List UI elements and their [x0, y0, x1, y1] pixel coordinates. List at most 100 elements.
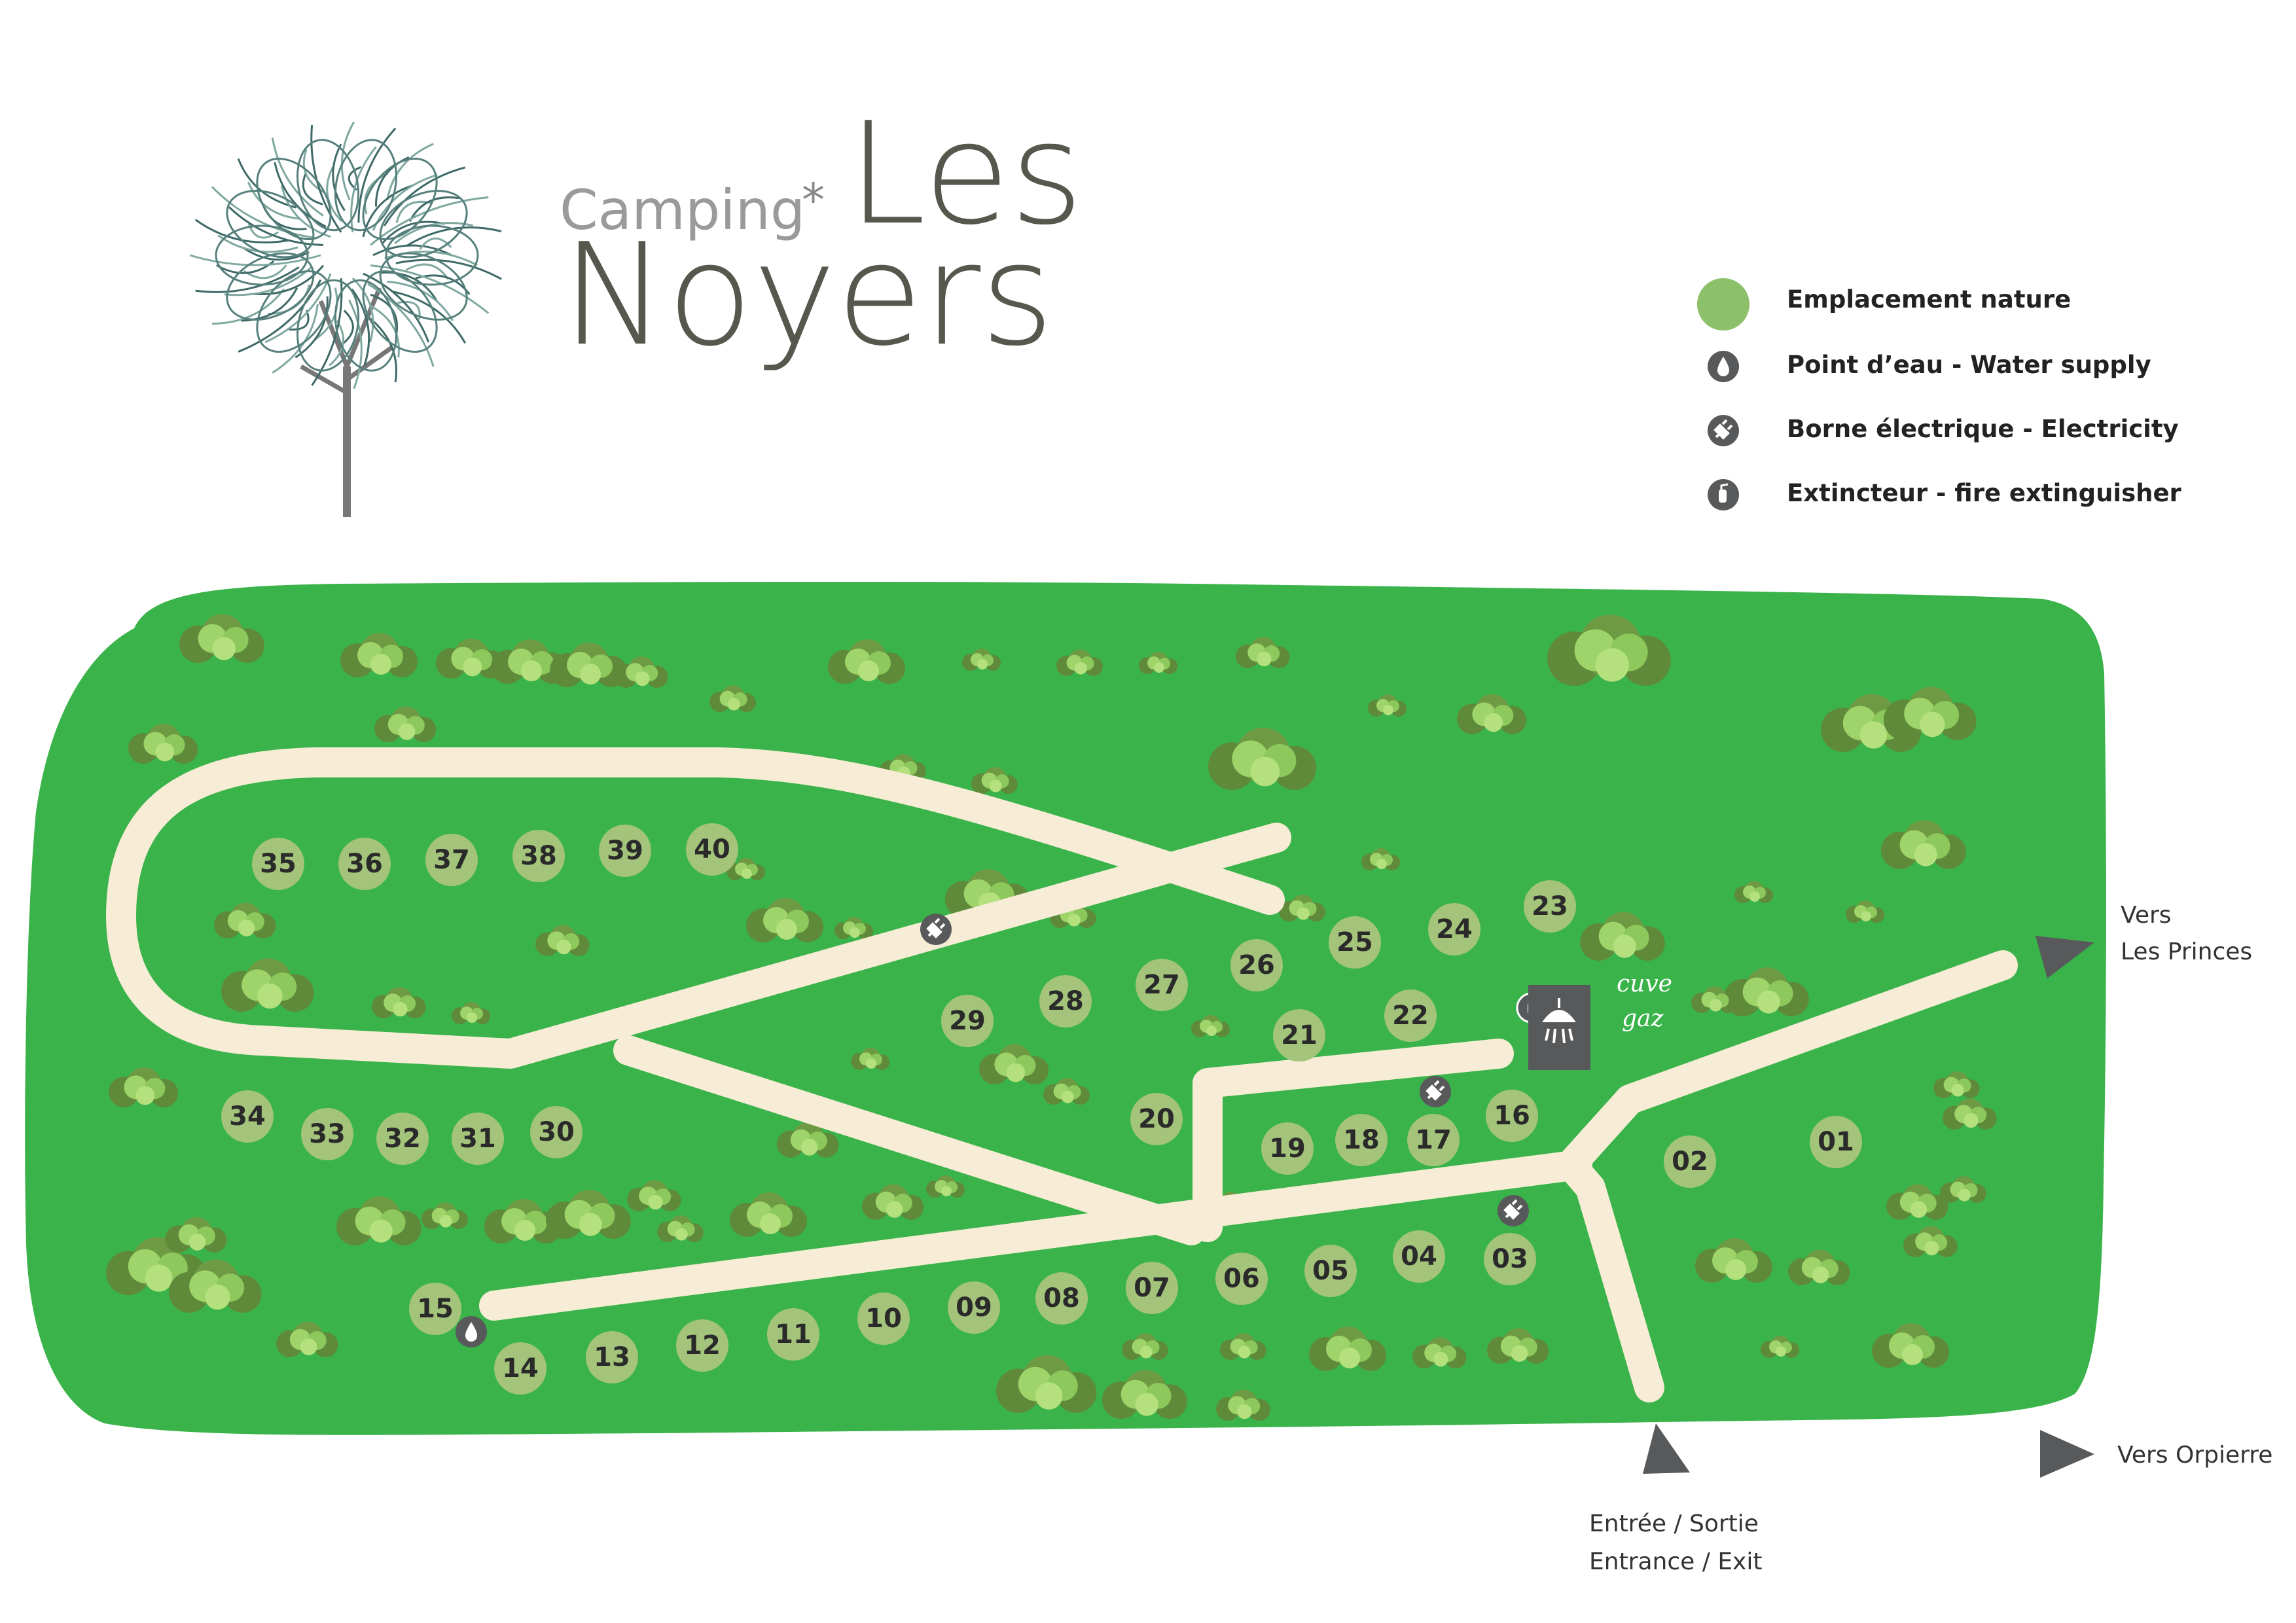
gas-tank-label: cuve [1617, 971, 1672, 997]
pitch-number: 20 [1138, 1104, 1175, 1134]
pitch-23[interactable]: 23 [1524, 880, 1576, 933]
pitch-33[interactable]: 33 [301, 1108, 353, 1160]
pitch-dot-icon [512, 830, 565, 882]
pitch-dot-icon [1486, 1090, 1538, 1142]
bush-cluster [546, 1190, 631, 1239]
pitch-19[interactable]: 19 [1261, 1122, 1314, 1175]
road-east [1556, 950, 2018, 1180]
road-main-south [479, 1150, 1592, 1321]
pitch-17[interactable]: 17 [1407, 1114, 1460, 1166]
pitch-16[interactable]: 16 [1486, 1090, 1538, 1142]
bush-cluster [1547, 615, 1671, 686]
pitch-10[interactable]: 10 [857, 1293, 910, 1345]
pitch-08[interactable]: 08 [1035, 1272, 1088, 1325]
pitch-number: 05 [1312, 1256, 1349, 1286]
shower-icon [1542, 998, 1576, 1044]
pitch-number: 07 [1134, 1273, 1170, 1303]
pitch-dot-icon [586, 1331, 638, 1383]
bush-cluster [372, 987, 426, 1019]
pitch-03[interactable]: 03 [1484, 1233, 1536, 1285]
bush-cluster [862, 1184, 924, 1221]
pitch-34[interactable]: 34 [221, 1090, 274, 1143]
bush-cluster [851, 1048, 889, 1070]
bush-cluster [1220, 1333, 1266, 1361]
pitch-01[interactable]: 01 [1810, 1116, 1862, 1168]
pitch-36[interactable]: 36 [338, 838, 391, 890]
logo-title: Camping * Les Noyers [560, 92, 1083, 377]
pitch-number: 38 [520, 841, 557, 871]
pitch-dot-icon [1428, 903, 1480, 955]
pitch-26[interactable]: 26 [1230, 939, 1283, 991]
pitch-20[interactable]: 20 [1130, 1093, 1183, 1145]
pitch-dot-icon [686, 823, 738, 876]
pitch-12[interactable]: 12 [676, 1319, 728, 1372]
pitch-06[interactable]: 06 [1215, 1253, 1268, 1305]
pitch-31[interactable]: 31 [452, 1113, 504, 1165]
bush-cluster [1761, 1336, 1799, 1358]
pitch-28[interactable]: 28 [1039, 975, 1092, 1027]
legend-label: Point d’eau - Water supply [1787, 351, 2151, 379]
shower-block [1528, 985, 1590, 1070]
pitch-dot-icon [1524, 880, 1576, 933]
pitch-18[interactable]: 18 [1335, 1114, 1388, 1166]
pitch-32[interactable]: 32 [376, 1113, 429, 1165]
bush-cluster [1368, 694, 1407, 717]
pitch-number: 31 [459, 1124, 496, 1154]
bush-cluster [1236, 637, 1290, 668]
bush-cluster [1309, 1327, 1386, 1371]
pitch-dot-icon [1384, 990, 1437, 1042]
legend-label: Borne électrique - Electricity [1787, 415, 2179, 443]
pitch-14[interactable]: 14 [494, 1342, 547, 1395]
pitch-29[interactable]: 29 [941, 995, 994, 1047]
bush-cluster [1361, 848, 1400, 870]
pitch-number: 18 [1343, 1125, 1380, 1155]
pitch-21[interactable]: 21 [1273, 1009, 1325, 1061]
pitch-dot-icon [1261, 1122, 1314, 1175]
pitch-22[interactable]: 22 [1384, 990, 1437, 1042]
pitch-11[interactable]: 11 [767, 1308, 819, 1361]
bush-cluster [276, 1321, 338, 1357]
bush-cluster [1122, 1333, 1168, 1361]
pitch-15[interactable]: 15 [409, 1283, 461, 1335]
bush-cluster [1216, 1389, 1270, 1421]
pitch-dot-icon [941, 995, 994, 1047]
pitch-number: 35 [260, 849, 296, 879]
pitch-dot-icon [1230, 939, 1283, 991]
pitch-dot-icon [252, 838, 304, 890]
pitch-dot-icon [1335, 1114, 1388, 1166]
pitch-25[interactable]: 25 [1329, 916, 1381, 969]
pitch-02[interactable]: 02 [1664, 1135, 1716, 1188]
pitch-09[interactable]: 09 [948, 1281, 1000, 1334]
pitch-05[interactable]: 05 [1304, 1245, 1357, 1297]
pitch-27[interactable]: 27 [1136, 959, 1188, 1011]
pitch-number: 26 [1238, 950, 1275, 980]
pitch-number: 27 [1143, 970, 1180, 1000]
pitch-35[interactable]: 35 [252, 838, 304, 890]
bush-cluster [436, 638, 506, 679]
pitch-30[interactable]: 30 [530, 1106, 583, 1158]
pitch-13[interactable]: 13 [586, 1331, 638, 1383]
pitch-dot-icon [1664, 1135, 1716, 1188]
pitch-number: 37 [433, 845, 470, 875]
legend-label: Extincteur - fire extinguisher [1787, 479, 2182, 507]
bushes [106, 614, 1997, 1421]
pitch-24[interactable]: 24 [1428, 903, 1480, 955]
bush-cluster [1933, 1071, 1980, 1098]
pitch-dot-icon [1810, 1116, 1862, 1168]
bush-cluster [1208, 727, 1317, 790]
bush-cluster [834, 917, 873, 939]
pitch-40[interactable]: 40 [686, 823, 738, 876]
pitch-07[interactable]: 07 [1126, 1262, 1178, 1314]
pitch-04[interactable]: 04 [1393, 1230, 1445, 1283]
pitch-39[interactable]: 39 [599, 825, 651, 877]
pitch-38[interactable]: 38 [512, 830, 565, 882]
pitch-37[interactable]: 37 [425, 834, 478, 886]
pitch-dot-icon [1304, 1245, 1357, 1297]
pitch-dot-icon [1035, 1272, 1088, 1325]
pitch-number: 10 [865, 1304, 902, 1334]
bush-cluster [1940, 1176, 1986, 1203]
entrance-label: Entrée / Sortie [1589, 1510, 1759, 1537]
bush-cluster [730, 1192, 807, 1237]
pitch-dot-icon [857, 1293, 910, 1345]
tree-logo-icon [189, 121, 502, 517]
